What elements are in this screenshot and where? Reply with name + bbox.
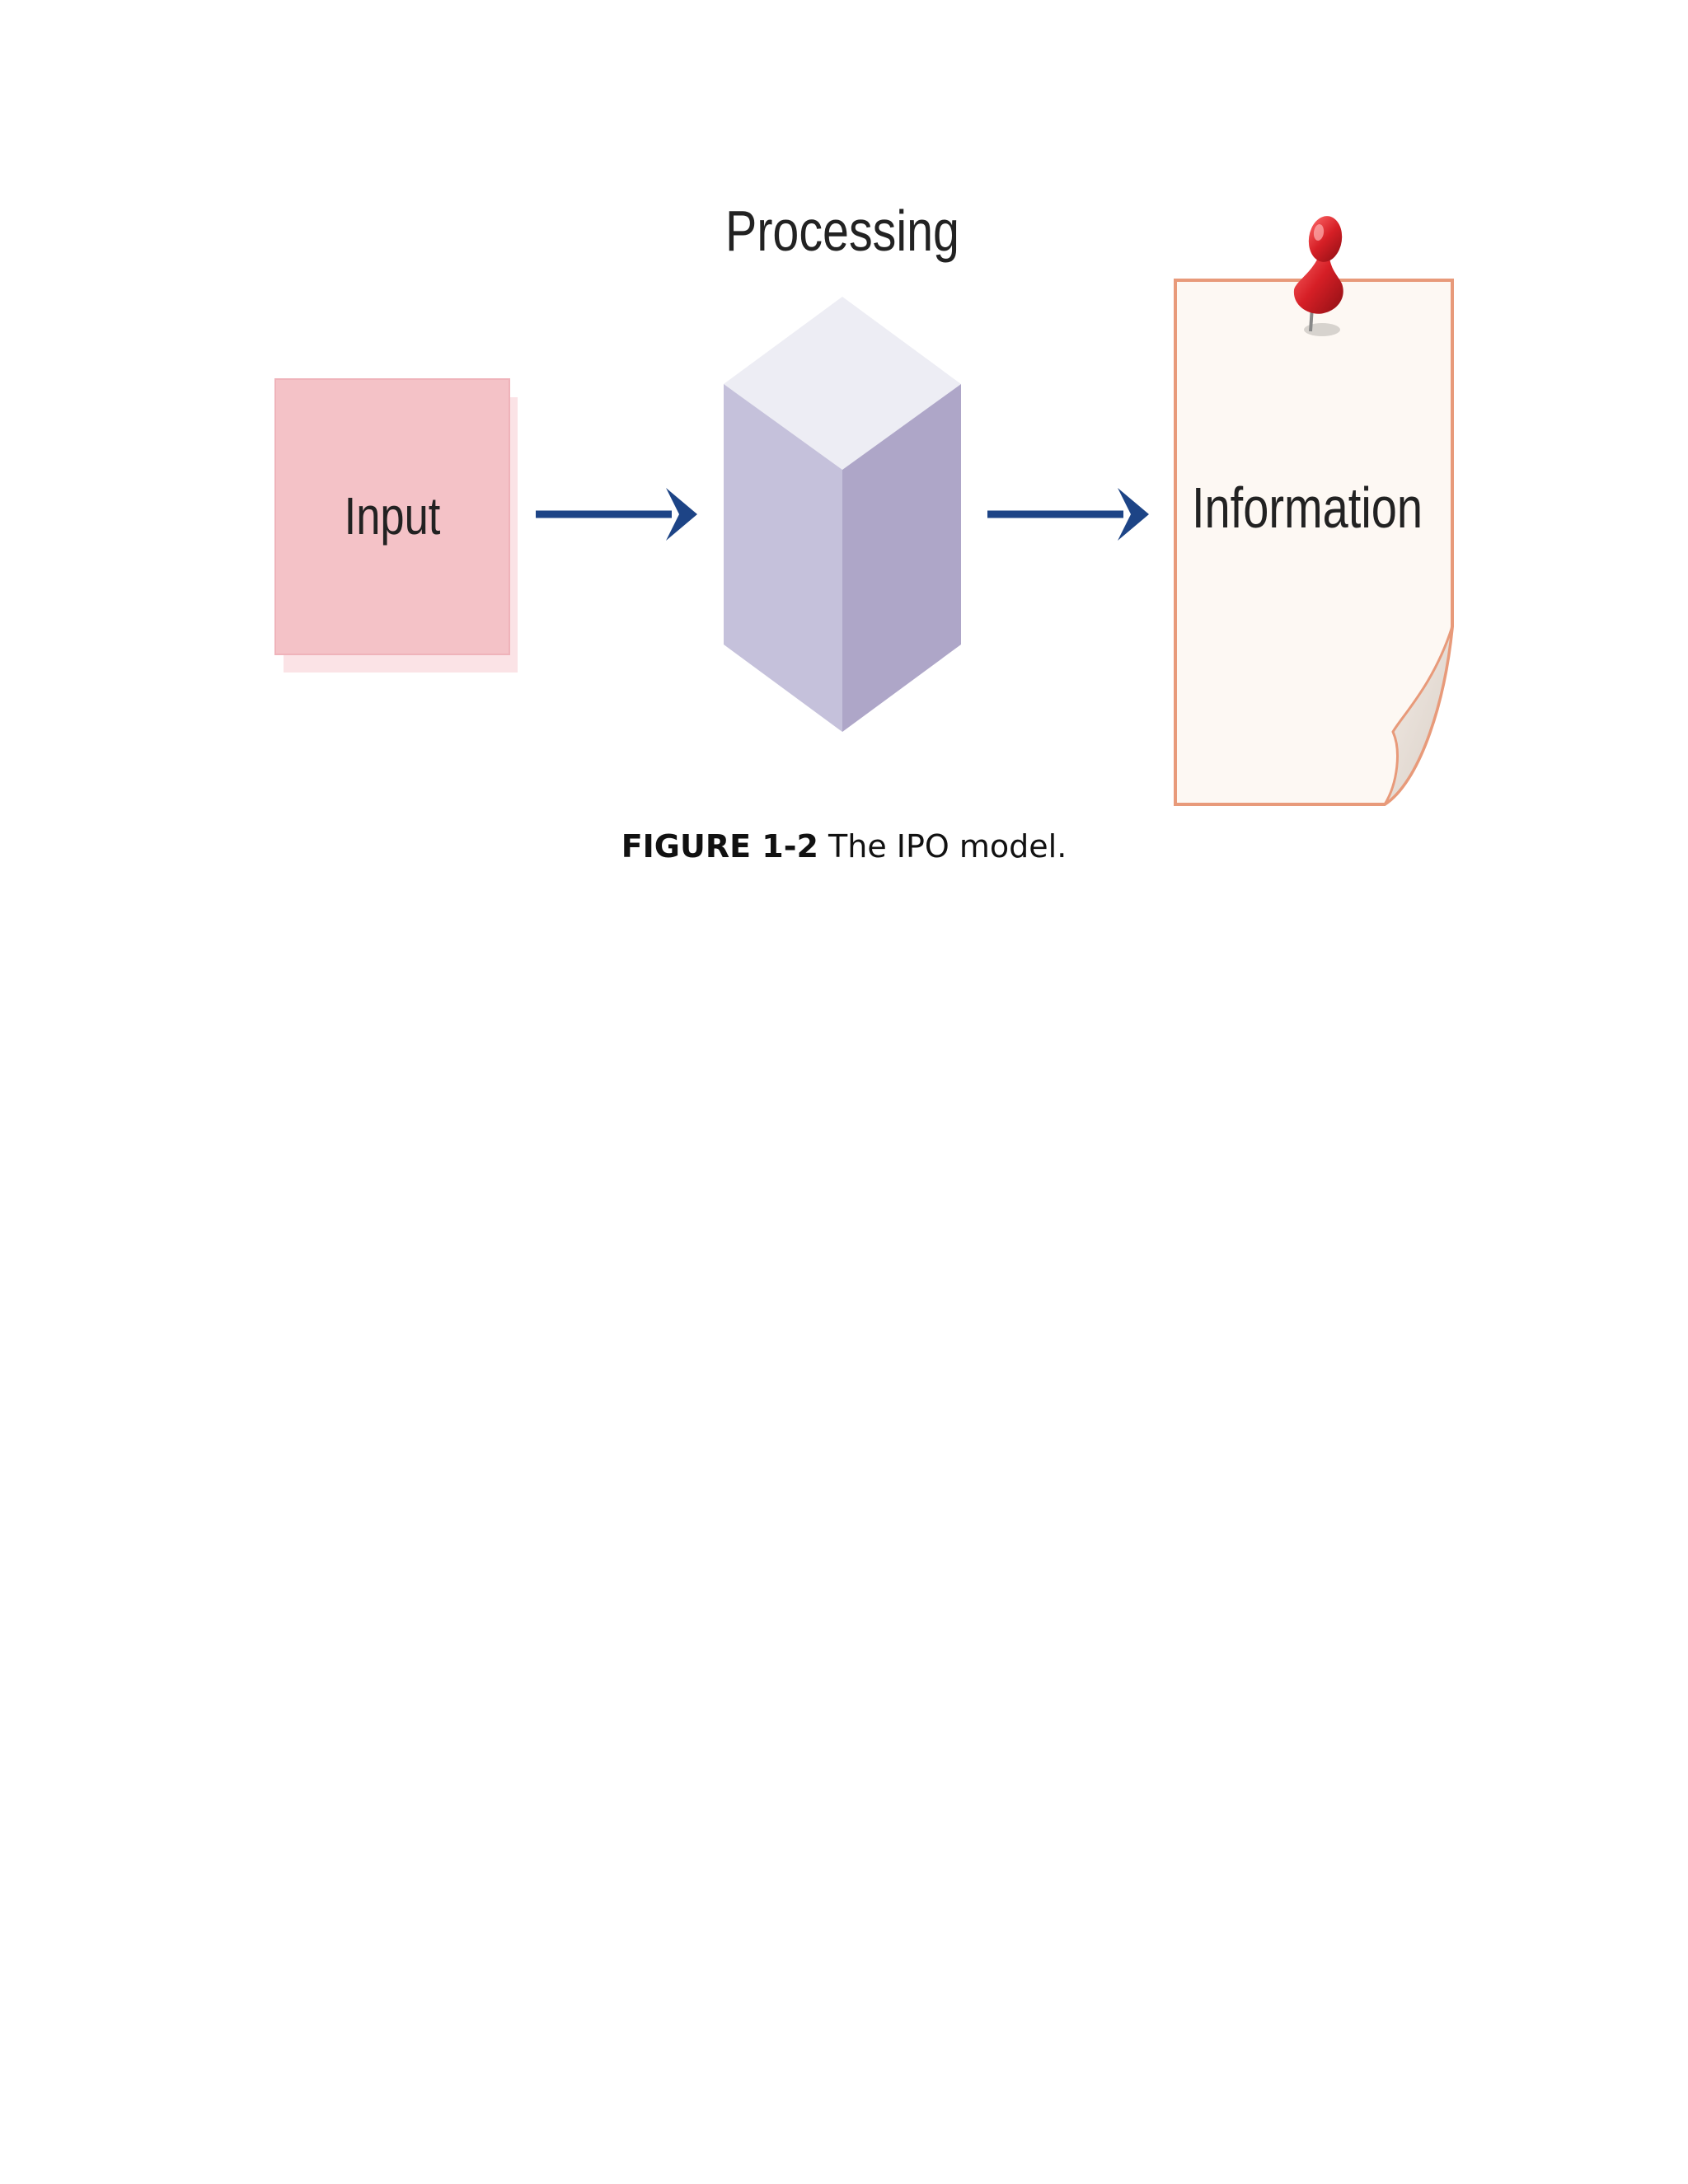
processing-label: Processing: [725, 199, 959, 264]
input-label: Input: [345, 487, 441, 546]
cube-left-face: [724, 384, 842, 732]
processing-node: Processing: [724, 199, 961, 732]
note-curl: [1383, 626, 1454, 806]
input-node: Input: [274, 378, 518, 673]
information-label: Information: [1192, 476, 1423, 540]
arrow-head-1: [666, 488, 697, 541]
figure-number: FIGURE 1-2: [621, 828, 818, 865]
cube-top-face: [724, 297, 961, 470]
figure-caption: FIGURE 1-2 The IPO model.: [0, 828, 1688, 866]
caption-text: The IPO model.: [818, 828, 1067, 865]
pushpin-icon: [1293, 216, 1343, 336]
arrow-input-to-processing: [536, 488, 697, 541]
information-node: Information: [1174, 216, 1454, 806]
ipo-diagram: Input Processing Information: [274, 199, 1454, 806]
cube-right-face: [842, 384, 961, 732]
input-box: [274, 378, 510, 655]
arrow-processing-to-information: [987, 488, 1149, 541]
arrow-head-2: [1118, 488, 1149, 541]
